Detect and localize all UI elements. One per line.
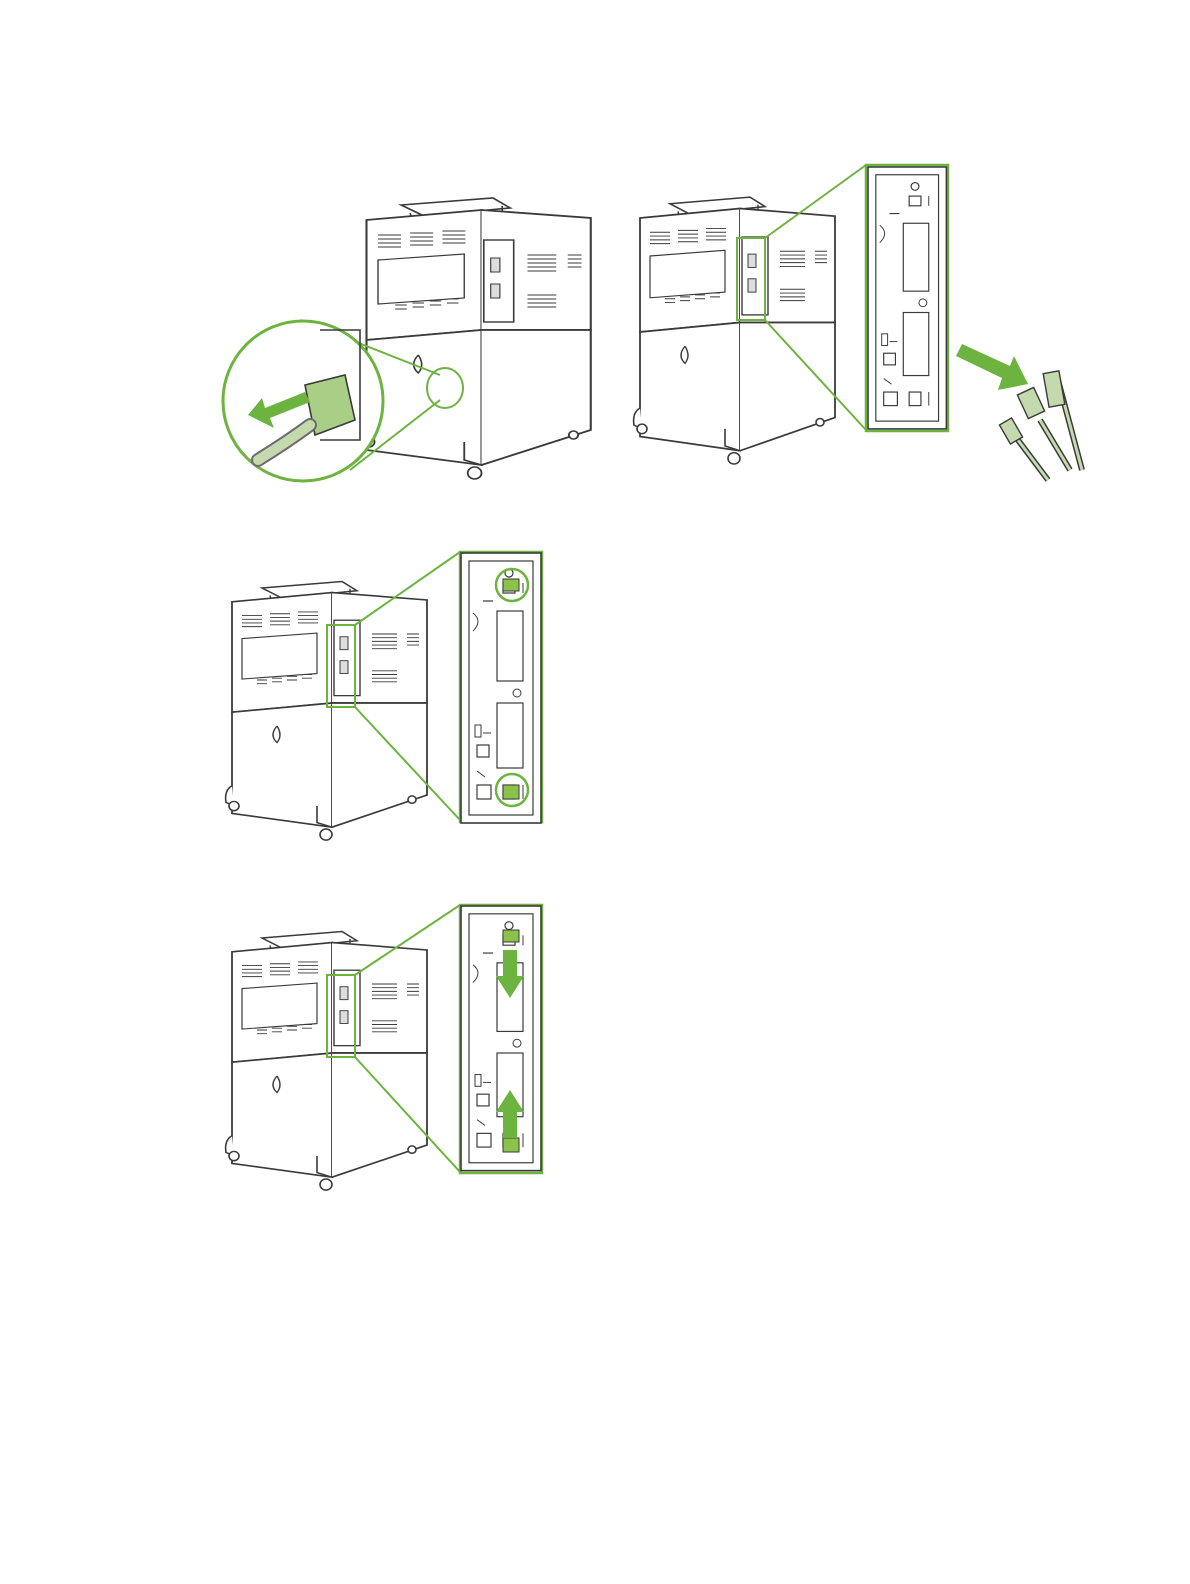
slide-formatter-tabs-figure xyxy=(226,905,542,1190)
formatter-panel-icon xyxy=(868,167,946,429)
disconnect-interface-cables-figure xyxy=(634,165,1082,480)
formatter-panel-icon xyxy=(461,906,541,1171)
network-cable-icon xyxy=(999,418,1048,480)
unplug-power-cord-figure xyxy=(223,198,591,481)
locate-formatter-thumbscrews-figure xyxy=(226,552,542,840)
printer-rear-icon xyxy=(226,582,427,841)
remove-arrow-icon xyxy=(956,344,1028,390)
printer-rear-icon xyxy=(634,197,835,464)
formatter-panel-icon xyxy=(461,553,541,823)
printer-rear-icon xyxy=(226,932,427,1191)
